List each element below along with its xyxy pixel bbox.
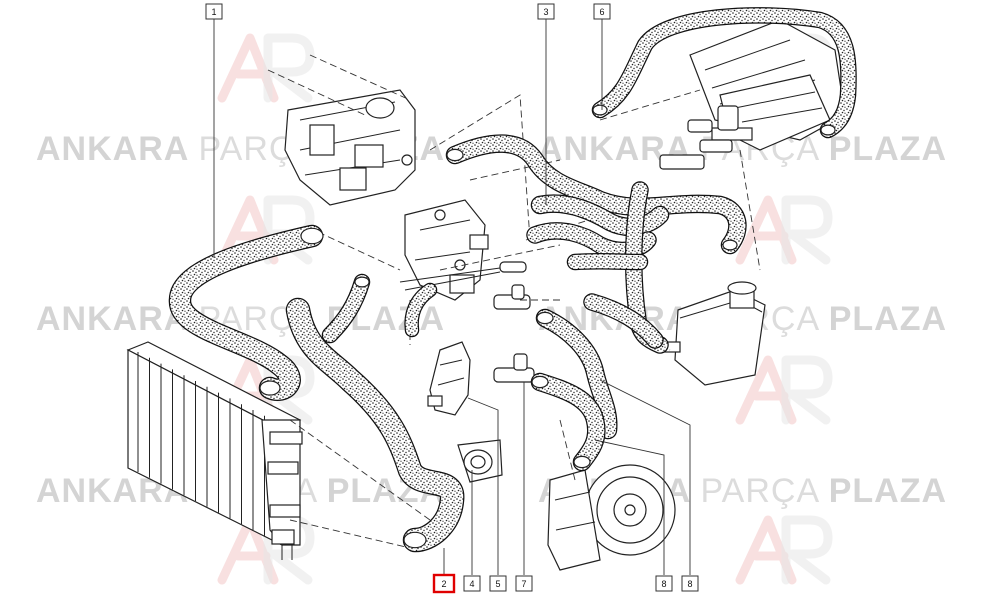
hose-end-cap: [259, 380, 281, 396]
svg-text:4: 4: [469, 579, 474, 589]
hose-3-heater-feed: [445, 134, 747, 255]
svg-text:2: 2: [441, 579, 446, 589]
callout-1: 1: [205, 3, 223, 20]
callout-5: 5: [489, 575, 507, 592]
clip-5: [427, 341, 471, 416]
svg-text:6: 6: [599, 7, 604, 17]
svg-text:8: 8: [661, 579, 666, 589]
small-tube-connector: [399, 261, 527, 291]
hose-end-cap: [536, 311, 554, 325]
hose-end-cap: [446, 148, 464, 162]
heater-box: [689, 19, 846, 151]
callout-4: 4: [463, 575, 481, 592]
callout-7: 7: [515, 575, 533, 592]
hose-2-branch: [321, 273, 371, 344]
radiator: [126, 341, 303, 560]
hose-end-cap: [820, 124, 836, 136]
intake-manifold: [284, 89, 416, 206]
hose-8-tank: [583, 293, 664, 349]
watermark-logo: [735, 355, 833, 425]
hose-8-upper: [535, 308, 618, 440]
watermark-logo: [735, 195, 833, 265]
svg-text:1: 1: [211, 7, 216, 17]
hose-2-lower-radiator: [285, 297, 465, 553]
svg-text:7: 7: [521, 579, 526, 589]
watermark-logo: [735, 515, 833, 585]
hose-end-cap: [722, 239, 738, 251]
hose-end-cap: [300, 227, 324, 245]
coolant-hoses: [168, 7, 857, 553]
tee-fitting-upper: [493, 284, 531, 310]
hose-tank-outlet: [566, 252, 649, 271]
clamp-4: [457, 439, 503, 483]
water-pump: [547, 464, 676, 571]
hose-3-lower-run: [530, 194, 670, 237]
callout-8-left: 8: [655, 575, 673, 592]
expansion-tank: [663, 281, 766, 386]
tee-fitting-7: [493, 353, 535, 383]
hose-end-cap: [354, 276, 370, 288]
callout-3: 3: [537, 3, 555, 20]
hose-end-cap: [592, 104, 608, 116]
svg-text:3: 3: [543, 7, 548, 17]
hose-8-lower: [530, 372, 606, 472]
callout-8-right: 8: [681, 575, 699, 592]
svg-text:5: 5: [495, 579, 500, 589]
svg-text:8: 8: [687, 579, 692, 589]
hose-end-cap: [403, 531, 427, 549]
hose-6-heater-return: [591, 7, 857, 139]
connector-upper-right: [659, 105, 739, 170]
callout-6: 6: [593, 3, 611, 20]
callout-2: 2: [432, 573, 456, 594]
hose-end-cap: [573, 455, 591, 469]
hose-1-upper-radiator: [168, 224, 324, 401]
watermark-logo: [217, 33, 315, 103]
hose-end-cap: [531, 375, 549, 389]
callout-leaders: [213, 19, 691, 575]
hose-small-branch: [404, 282, 438, 338]
thermostat-housing: [404, 199, 489, 301]
